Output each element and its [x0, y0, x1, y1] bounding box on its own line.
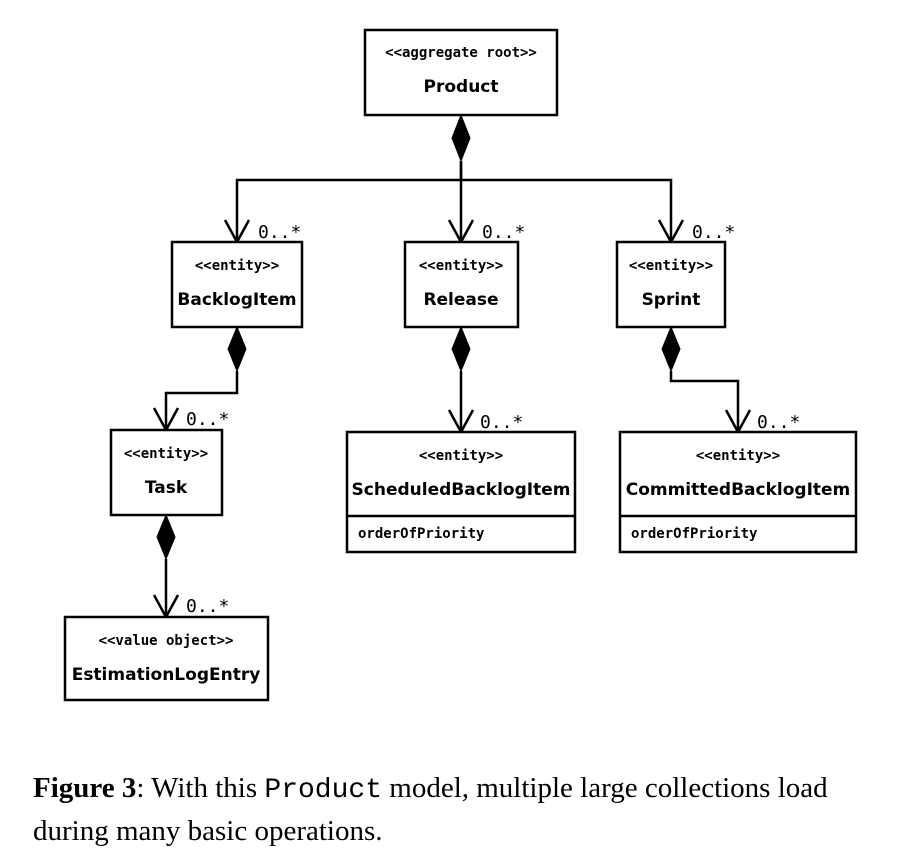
- uml-class-diagram: 0..* 0..* 0..* 0..* 0..* 0..* 0..* <<agg: [63, 28, 858, 702]
- multiplicity-label: 0..*: [757, 412, 800, 433]
- class-name: EstimationLogEntry: [72, 665, 261, 685]
- stereotype-label: <<entity>>: [419, 448, 503, 464]
- caption-code: Product: [264, 775, 383, 806]
- class-task: <<entity>> Task: [109, 428, 224, 517]
- caption-text-before: : With this: [136, 772, 265, 804]
- stereotype-label: <<entity>>: [696, 448, 780, 464]
- stereotype-label: <<entity>>: [629, 258, 713, 274]
- composition-release-scheduled: 0..*: [447, 325, 523, 435]
- composition-diamond: [451, 325, 471, 373]
- class-name: Task: [145, 478, 188, 498]
- stereotype-label: <<aggregate root>>: [385, 45, 537, 61]
- composition-backlogitem-task: 0..*: [152, 325, 247, 433]
- composition-diamond: [227, 325, 247, 373]
- class-estimation-log-entry: <<value object>> EstimationLogEntry: [63, 615, 270, 702]
- composition-sprint-committed: 0..*: [661, 325, 800, 435]
- multiplicity-label: 0..*: [480, 412, 523, 433]
- class-sprint: <<entity>> Sprint: [615, 240, 727, 329]
- attribute-order-of-priority: orderOfPriority: [358, 526, 485, 542]
- class-product: <<aggregate root>> Product: [363, 28, 559, 117]
- class-name: ScheduledBacklogItem: [352, 480, 571, 500]
- stereotype-label: <<entity>>: [419, 258, 503, 274]
- multiplicity-label: 0..*: [692, 222, 735, 243]
- stereotype-label: <<entity>>: [195, 258, 279, 274]
- attribute-order-of-priority: orderOfPriority: [631, 526, 758, 542]
- class-committed-backlog-item: <<entity>> CommittedBacklogItem orderOfP…: [618, 430, 858, 554]
- class-name: Sprint: [642, 290, 701, 310]
- multiplicity-label: 0..*: [258, 222, 301, 243]
- composition-diamond: [661, 325, 681, 373]
- multiplicity-label: 0..*: [482, 222, 525, 243]
- stereotype-label: <<entity>>: [124, 446, 208, 462]
- composition-diamond: [451, 113, 471, 163]
- class-backlog-item: <<entity>> BacklogItem: [170, 240, 304, 329]
- class-scheduled-backlog-item: <<entity>> ScheduledBacklogItem orderOfP…: [345, 430, 577, 554]
- composition-product-release: 0..*: [447, 161, 525, 245]
- class-name: BacklogItem: [177, 290, 296, 310]
- figure-caption: Figure 3: With this Product model, multi…: [33, 768, 893, 851]
- composition-diamond: [156, 513, 176, 561]
- stereotype-label: <<value object>>: [99, 633, 234, 649]
- figure-label: Figure 3: [33, 772, 137, 804]
- class-name: CommittedBacklogItem: [626, 480, 851, 500]
- composition-product-backlogitem: 0..*: [223, 113, 471, 245]
- multiplicity-label: 0..*: [186, 596, 229, 617]
- caption-text-after: model, multiple large collections load d…: [33, 772, 828, 847]
- composition-task-estimation: 0..*: [152, 513, 229, 620]
- multiplicity-label: 0..*: [186, 409, 229, 430]
- class-name: Release: [423, 290, 498, 310]
- class-name: Product: [424, 77, 499, 97]
- class-release: <<entity>> Release: [403, 240, 520, 329]
